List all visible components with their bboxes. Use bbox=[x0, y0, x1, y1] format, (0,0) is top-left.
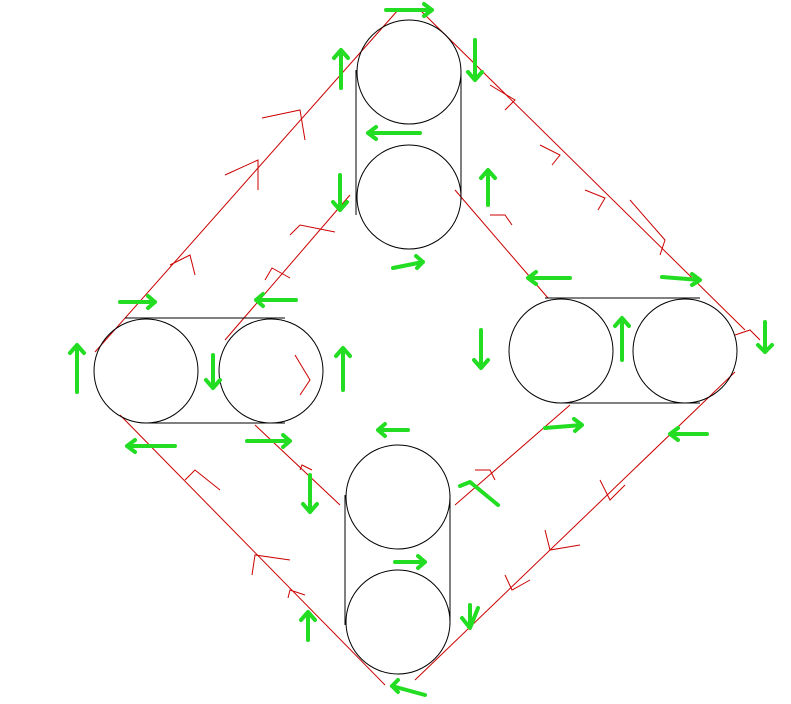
arrow-left-icon bbox=[376, 422, 410, 438]
chevron bbox=[544, 529, 581, 551]
outer-path-top-left bbox=[94, 9, 399, 353]
arrow-right-icon bbox=[384, 2, 434, 18]
chevron bbox=[261, 109, 306, 141]
arrow-down-icon bbox=[472, 328, 490, 370]
roller-circle bbox=[345, 444, 451, 550]
roller-circle bbox=[356, 19, 462, 125]
arrow-down-icon bbox=[466, 38, 484, 82]
arrow-left-icon bbox=[526, 270, 572, 286]
chevron bbox=[539, 144, 561, 166]
inner-path-bottom-right bbox=[454, 404, 571, 506]
roller-unit-bottom bbox=[344, 444, 451, 675]
inner-path bbox=[224, 189, 571, 506]
arrow-right-icon bbox=[543, 417, 584, 433]
inner-path-bottom-left bbox=[254, 424, 341, 506]
arrow-down-icon bbox=[460, 603, 480, 630]
arrow-right-icon bbox=[660, 272, 702, 287]
arrow-left-icon bbox=[390, 678, 427, 697]
arrow-up-icon bbox=[334, 346, 352, 392]
chevron bbox=[475, 469, 496, 481]
chevron bbox=[489, 84, 516, 111]
roller-unit-right bbox=[508, 297, 738, 404]
arrow-down-icon bbox=[301, 473, 319, 514]
chevron bbox=[289, 224, 336, 236]
arrow-right-icon bbox=[393, 554, 427, 570]
direction-arrows bbox=[68, 2, 774, 697]
chevron bbox=[299, 464, 313, 471]
path-chevrons bbox=[169, 84, 761, 599]
arrow-down-icon bbox=[204, 353, 222, 390]
arrow-up-icon bbox=[458, 480, 500, 507]
chevron bbox=[224, 159, 259, 190]
chevron bbox=[599, 479, 626, 501]
arrow-up-icon bbox=[299, 610, 317, 642]
chevron bbox=[294, 354, 311, 396]
outer-path-bottom-left bbox=[119, 414, 386, 686]
roller-unit-top bbox=[355, 19, 462, 250]
roller-circle bbox=[93, 318, 199, 424]
roller-circle bbox=[508, 298, 614, 404]
arrow-right-icon bbox=[118, 294, 157, 310]
chevron bbox=[287, 589, 306, 599]
arrow-left-icon bbox=[668, 426, 709, 442]
arrow-down-icon bbox=[756, 320, 774, 354]
chevron bbox=[584, 189, 606, 211]
chevron bbox=[504, 574, 531, 591]
arrow-up-icon bbox=[332, 48, 350, 90]
roller-circle bbox=[356, 144, 462, 250]
chevron bbox=[251, 554, 291, 576]
chevron bbox=[490, 214, 513, 226]
arrow-down-icon bbox=[331, 173, 349, 212]
chevron bbox=[734, 329, 761, 341]
roller-unit-left bbox=[93, 317, 324, 424]
roller-circle bbox=[218, 318, 324, 424]
roller-circle bbox=[632, 298, 738, 404]
arrow-right-icon bbox=[391, 254, 425, 270]
arrow-left-icon bbox=[254, 292, 298, 308]
arrow-up-icon bbox=[613, 316, 631, 362]
chevron bbox=[184, 469, 221, 491]
roller-circle bbox=[345, 569, 451, 675]
chevron bbox=[169, 254, 196, 276]
arrow-left-icon bbox=[125, 438, 177, 454]
arrow-left-icon bbox=[366, 125, 422, 141]
inner-path-top-left bbox=[224, 194, 351, 341]
arrow-up-icon bbox=[68, 343, 86, 394]
chevron bbox=[264, 267, 291, 281]
arrow-right-icon bbox=[245, 433, 292, 449]
arrow-up-icon bbox=[479, 168, 497, 207]
chevron bbox=[629, 199, 666, 256]
